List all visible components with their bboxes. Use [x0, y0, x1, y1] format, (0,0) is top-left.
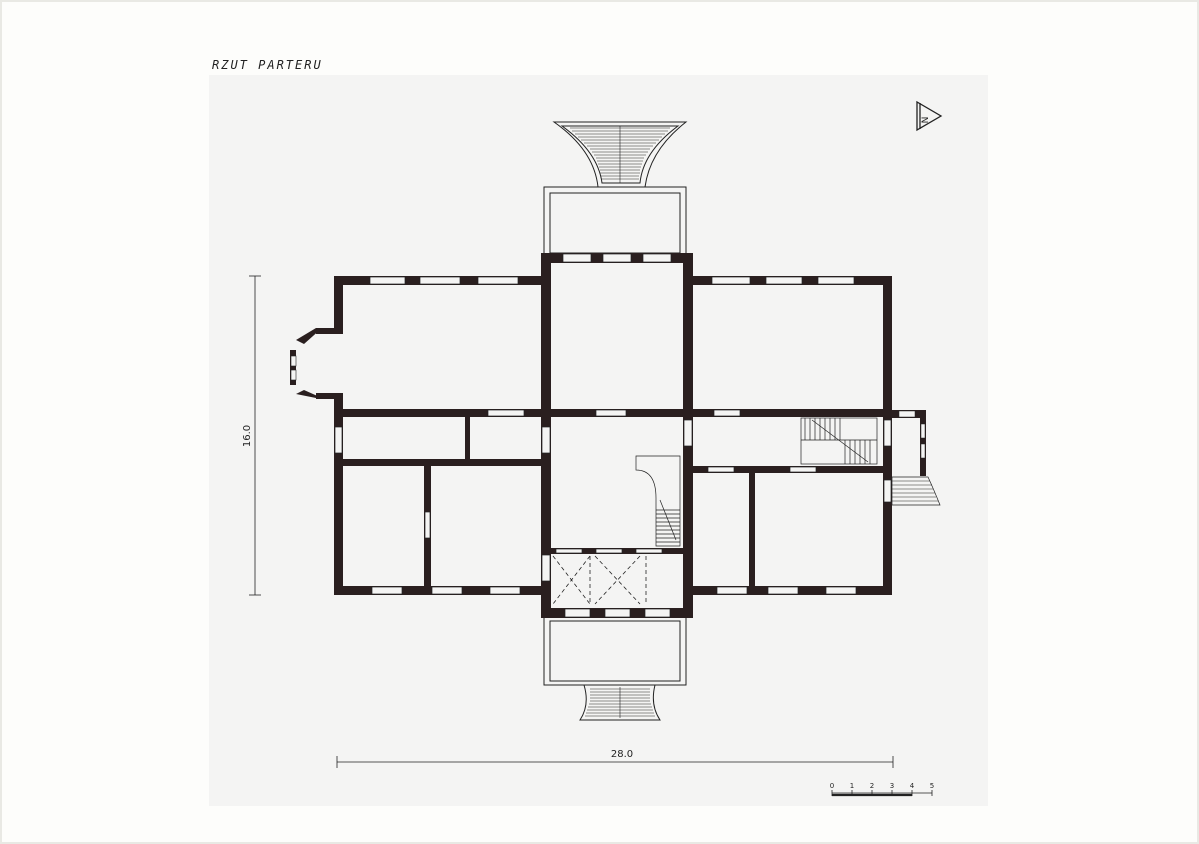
- scale-tick-label: 1: [850, 782, 854, 790]
- scale-bar: [831, 790, 933, 797]
- scale-tick-label: 5: [930, 782, 934, 790]
- scale-tick-label: 3: [890, 782, 894, 790]
- north-arrow-icon: [916, 100, 943, 132]
- walls: [316, 253, 892, 618]
- north-arrow-label: N: [921, 117, 931, 124]
- vestibule-vault: [552, 555, 647, 605]
- width-dimension: [336, 756, 894, 768]
- height-dimension: [249, 275, 261, 596]
- scale-tick-label: 4: [910, 782, 915, 790]
- south-portico: [543, 616, 687, 721]
- service-staircase: [800, 417, 878, 465]
- height-dimension-label: 16.0: [242, 425, 253, 447]
- north-stairs: [570, 126, 670, 183]
- windows: [369, 253, 857, 618]
- main-staircase: [635, 455, 681, 547]
- width-dimension-label: 28.0: [611, 749, 633, 760]
- east-porch: [891, 410, 941, 506]
- north-portico: [543, 121, 688, 258]
- scale-tick-label: 0: [830, 782, 834, 790]
- sheet-title: RZUT PARTERU: [212, 58, 323, 72]
- scale-tick-label: 2: [870, 782, 874, 790]
- doors: [334, 409, 892, 582]
- south-stairs: [585, 687, 655, 718]
